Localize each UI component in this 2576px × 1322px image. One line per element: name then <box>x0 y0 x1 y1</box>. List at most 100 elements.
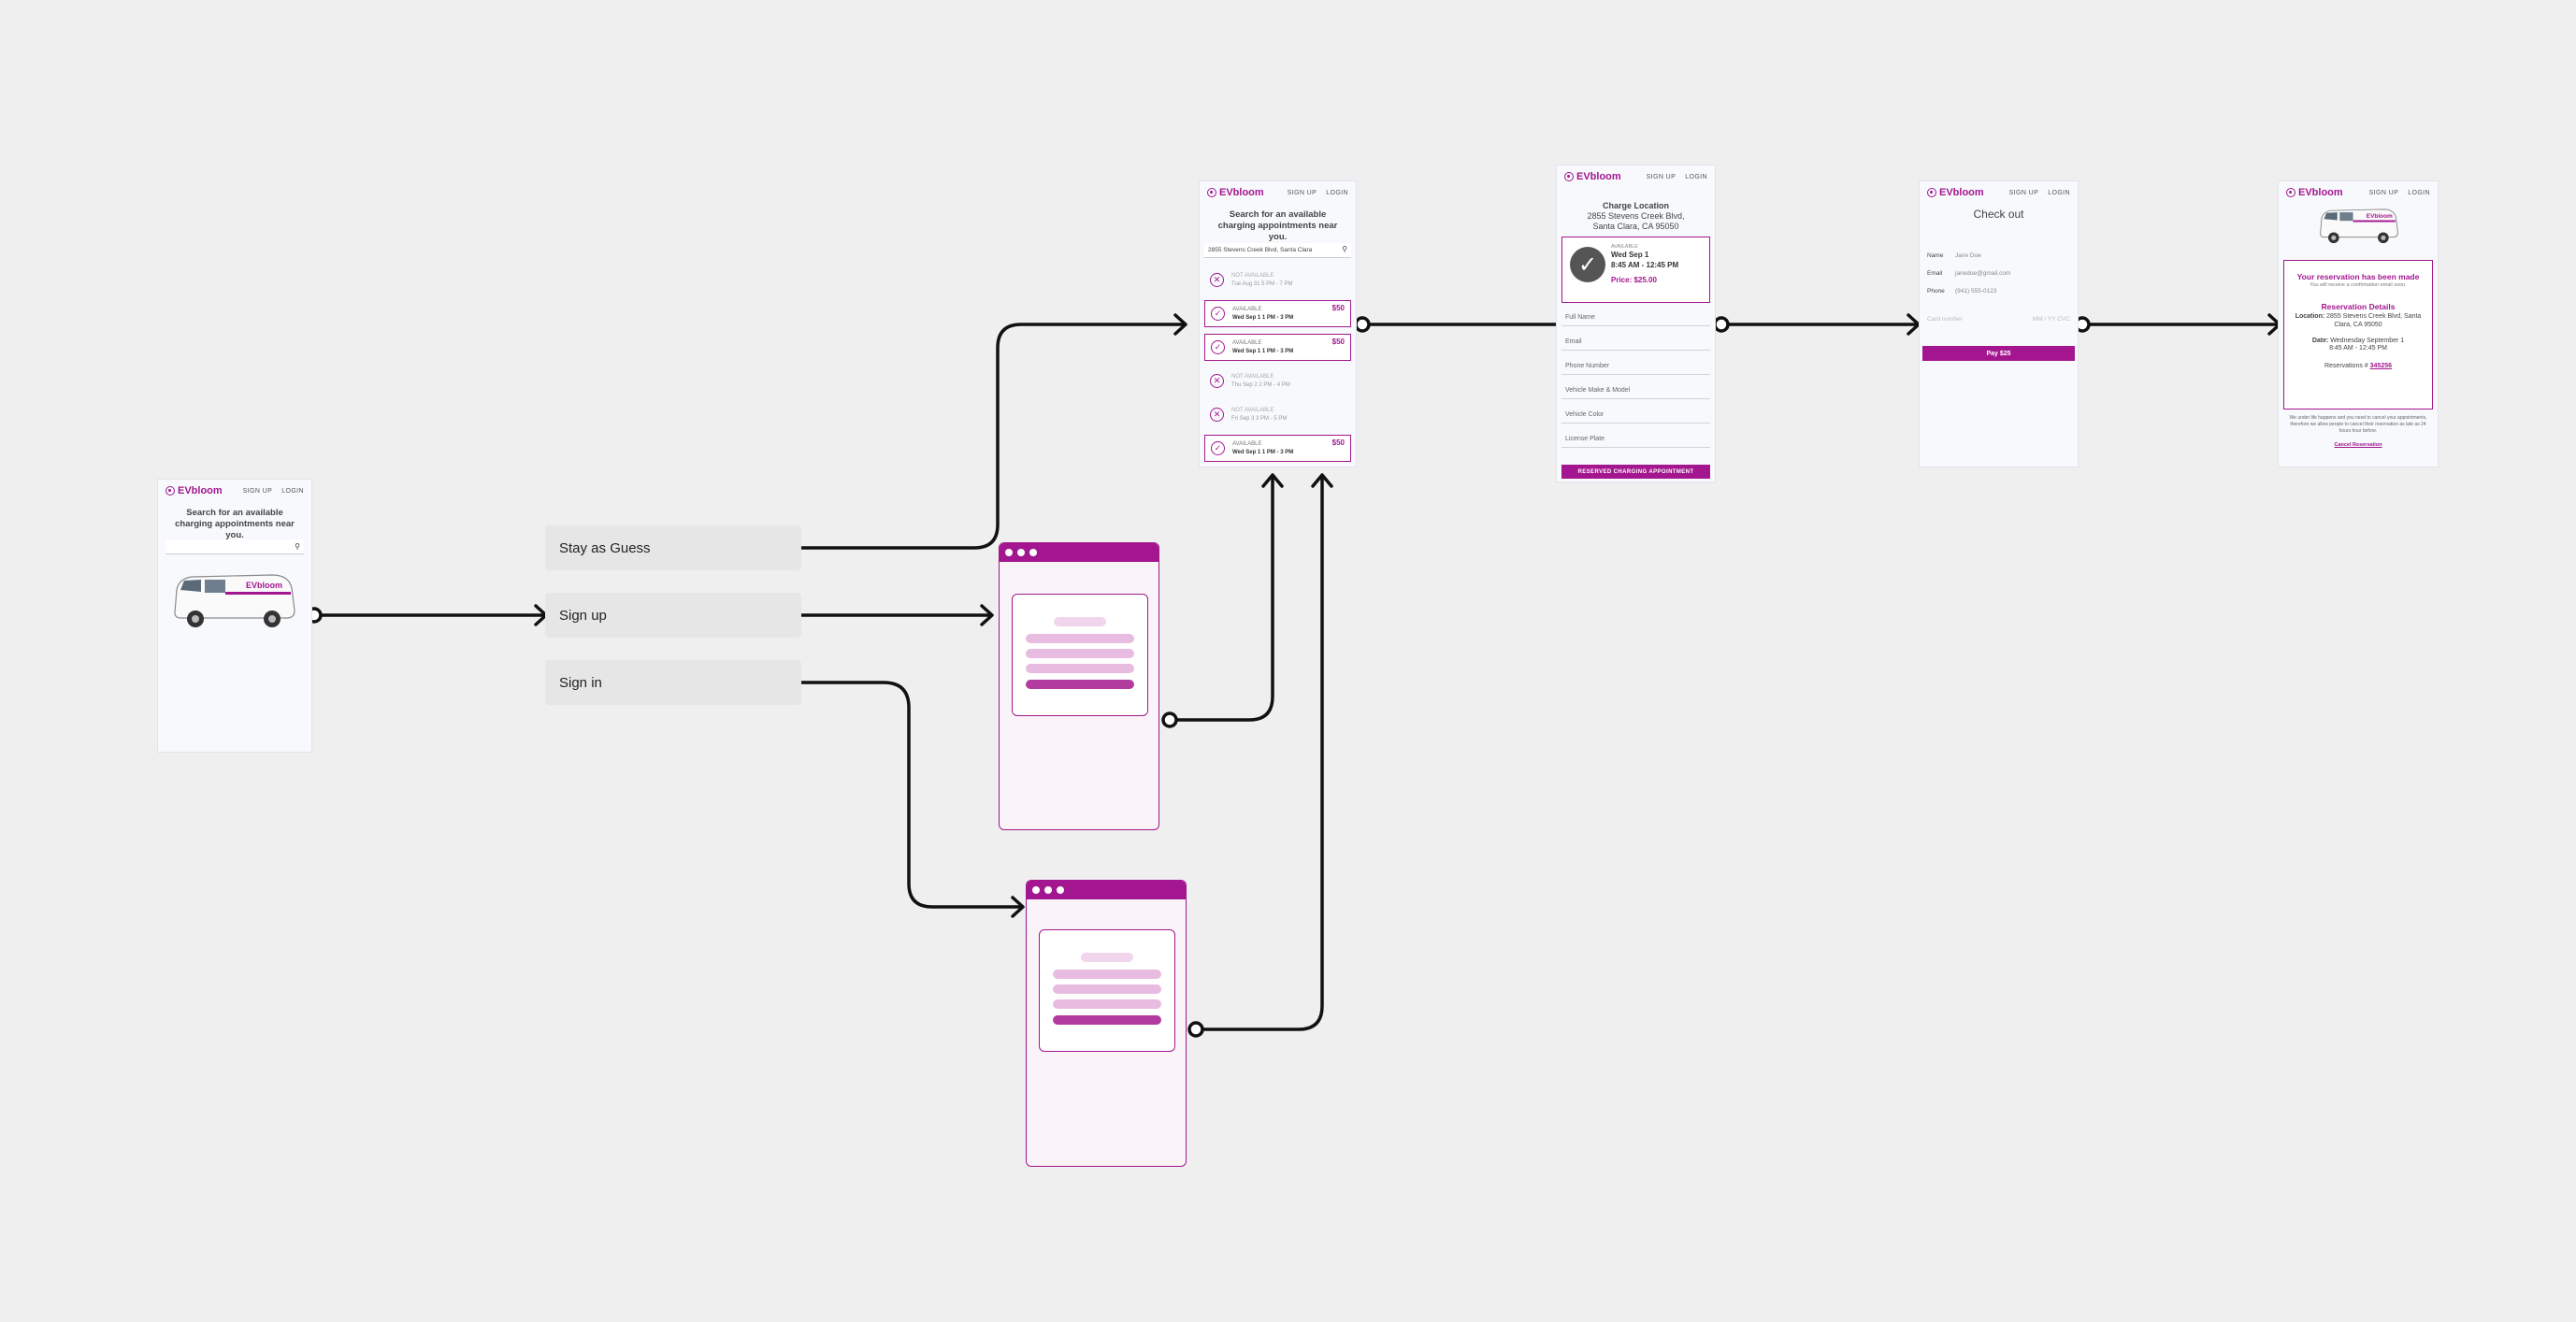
location-block: Charge Location 2855 Stevens Creek Blvd,… <box>1557 188 1715 231</box>
nav: SIGN UP LOGIN <box>2009 190 2070 196</box>
results-screen: EVbloom SIGN UP LOGIN Search for an avail… <box>1199 180 1357 467</box>
form-field[interactable]: Email <box>1561 328 1710 351</box>
login-link[interactable]: LOGIN <box>281 487 304 495</box>
pay-button[interactable]: Pay $25 <box>1922 346 2075 361</box>
van-image: EVbloom <box>2320 208 2398 244</box>
form-field[interactable]: Vehicle Make & Model <box>1561 377 1710 399</box>
appointment-card: ✓ AVAILABLE Wed Sep 1 8:45 AM - 12:45 PM… <box>1561 237 1710 303</box>
signup-link[interactable]: SIGN UP <box>2368 189 2399 196</box>
signin-option[interactable]: Sign in <box>545 660 801 705</box>
check-circle-icon: ✓ <box>1211 307 1225 321</box>
form-card <box>1039 929 1175 1052</box>
landing-screen: EVbloom SIGN UP LOGIN Search for an avail… <box>157 479 312 753</box>
window-bar <box>1027 881 1186 899</box>
logo: EVbloom <box>165 485 223 496</box>
signup-link[interactable]: SIGN UP <box>2008 189 2039 196</box>
login-link[interactable]: LOGIN <box>2048 189 2070 196</box>
cancel-reservation-link[interactable]: Cancel Reservation <box>2334 442 2382 448</box>
guest-option[interactable]: Stay as Guess <box>545 525 801 570</box>
slot-price: $50 <box>1331 338 1345 346</box>
svg-text:EVbloom: EVbloom <box>246 581 282 590</box>
nav: SIGN UP LOGIN <box>2369 190 2430 196</box>
address-line-2: Santa Clara, CA 95050 <box>1592 221 1679 231</box>
slot-price: $50 <box>1331 304 1345 312</box>
landing-headline: Search for an available charging appoint… <box>175 508 295 540</box>
search-icon[interactable]: ⚲ <box>295 542 300 551</box>
dot-icon <box>1057 886 1064 894</box>
connector-signin-to-results <box>1194 475 1324 1031</box>
dot-icon <box>1017 549 1025 556</box>
location-title: Charge Location <box>1602 201 1669 210</box>
form-field[interactable]: Full Name <box>1561 304 1710 326</box>
signin-form-wireframe <box>1026 880 1187 1167</box>
search-icon[interactable]: ⚲ <box>1342 245 1347 253</box>
nav: SIGN UP LOGIN <box>243 488 304 495</box>
x-circle-icon: ✕ <box>1210 408 1224 422</box>
signup-link[interactable]: SIGN UP <box>1646 173 1677 180</box>
search-input[interactable]: 2855 Stevens Creek Blvd, Santa Clara ⚲ <box>1204 243 1351 258</box>
logo: EVbloom <box>2286 187 2343 198</box>
address-line-1: 2855 Stevens Creek Blvd, <box>1587 210 1685 221</box>
logo: EVbloom <box>1207 187 1264 198</box>
header: EVbloom SIGN UP LOGIN <box>1557 165 1715 188</box>
van-image: EVbloom <box>174 574 295 627</box>
reserve-button[interactable]: RESERVED CHARGING APPOINTMENT <box>1561 465 1710 479</box>
slot-price: $50 <box>1331 438 1345 447</box>
confirmation-card: Your reservation has been made You will … <box>2283 260 2433 410</box>
form-field[interactable]: License Plate <box>1561 425 1710 448</box>
logo: EVbloom <box>1564 171 1621 182</box>
login-link[interactable]: LOGIN <box>1326 189 1348 196</box>
check-circle-icon: ✓ <box>1211 340 1225 354</box>
cancel-note: We under life happens and you need to ca… <box>2289 415 2427 434</box>
connector-signin-to-form <box>791 681 1024 909</box>
confirmation-screen: EVbloom SIGN UP LOGIN EVbloom Your reserv… <box>2278 180 2439 467</box>
checkout-title: Check out <box>1973 208 2024 221</box>
login-link[interactable]: LOGIN <box>2408 189 2430 196</box>
x-circle-icon: ✕ <box>1210 374 1224 388</box>
signup-form-wireframe <box>999 542 1159 830</box>
search-input[interactable]: ⚲ <box>165 539 304 554</box>
nav: SIGN UP LOGIN <box>1647 174 1707 180</box>
dot-icon <box>1005 549 1013 556</box>
details-title: Reservation Details <box>2321 301 2396 311</box>
window-bar <box>1000 543 1158 562</box>
header: EVbloom SIGN UP LOGIN <box>158 480 311 502</box>
dot-icon <box>1032 886 1040 894</box>
bloom-icon <box>1564 172 1574 181</box>
form-card <box>1012 594 1148 716</box>
logo: EVbloom <box>1927 187 1984 198</box>
bloom-icon <box>1927 188 1936 197</box>
bloom-icon <box>165 486 175 496</box>
form-field[interactable]: Vehicle Color <box>1561 401 1710 424</box>
signup-option[interactable]: Sign up <box>545 593 801 638</box>
connector-node <box>1713 316 1730 333</box>
signup-link[interactable]: SIGN UP <box>1287 189 1317 196</box>
header: EVbloom SIGN UP LOGIN <box>1200 181 1356 204</box>
dot-icon <box>1029 549 1037 556</box>
form-field[interactable]: Phone Number <box>1561 352 1710 375</box>
signup-link[interactable]: SIGN UP <box>242 487 273 495</box>
submit-bar[interactable] <box>1026 680 1134 689</box>
results-headline: Search for an available charging appoint… <box>1217 209 1338 242</box>
header: EVbloom SIGN UP LOGIN <box>2279 181 2438 204</box>
nav: SIGN UP LOGIN <box>1288 190 1348 196</box>
submit-bar[interactable] <box>1053 1015 1161 1025</box>
card-number-field[interactable]: Card number MM / YY CVC <box>1927 315 2070 323</box>
header: EVbloom SIGN UP LOGIN <box>1920 181 2078 204</box>
dot-icon <box>1044 886 1052 894</box>
connector-node <box>1187 1021 1204 1038</box>
details-screen: EVbloom SIGN UP LOGIN Charge Location 285… <box>1556 165 1716 482</box>
connector-node <box>1354 316 1371 333</box>
check-circle-icon: ✓ <box>1211 441 1225 455</box>
confirmation-headline: Your reservation has been made <box>2296 272 2420 281</box>
login-link[interactable]: LOGIN <box>1685 173 1707 180</box>
